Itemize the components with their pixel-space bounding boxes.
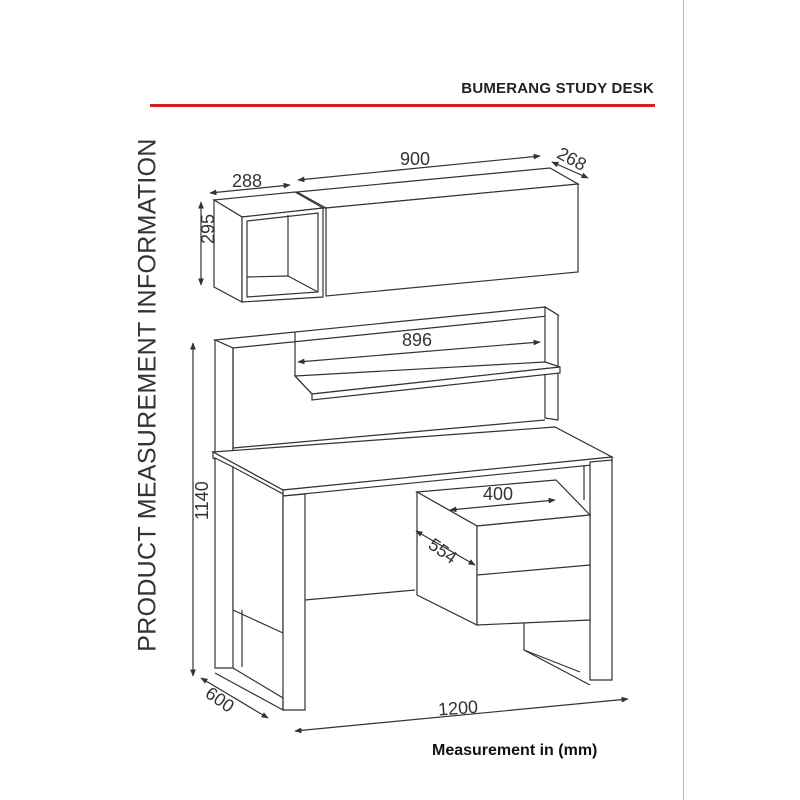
desk-hutch bbox=[212, 305, 561, 453]
dim-cabinet-depth: 268 bbox=[554, 143, 590, 175]
dim-cube-width: 288 bbox=[232, 171, 262, 191]
dim-desk-depth: 600 bbox=[202, 683, 238, 717]
dim-desk-height: 1140 bbox=[192, 481, 212, 520]
title-underline bbox=[150, 104, 655, 107]
dim-desk-width: 1200 bbox=[437, 697, 478, 720]
dim-drawer-width: 400 bbox=[483, 484, 513, 504]
page-title: BUMERANG STUDY DESK bbox=[461, 80, 654, 97]
page-edge-divider bbox=[683, 0, 684, 800]
wall-cabinet bbox=[295, 167, 580, 297]
wall-cube bbox=[212, 191, 325, 304]
dim-cabinet-width: 900 bbox=[400, 149, 430, 169]
dimension-lines bbox=[190, 153, 629, 734]
desk bbox=[210, 426, 615, 712]
measurement-unit-note: Measurement in (mm) bbox=[432, 742, 598, 759]
dim-cube-height: 295 bbox=[198, 214, 218, 244]
dim-shelf-width: 896 bbox=[402, 330, 432, 350]
